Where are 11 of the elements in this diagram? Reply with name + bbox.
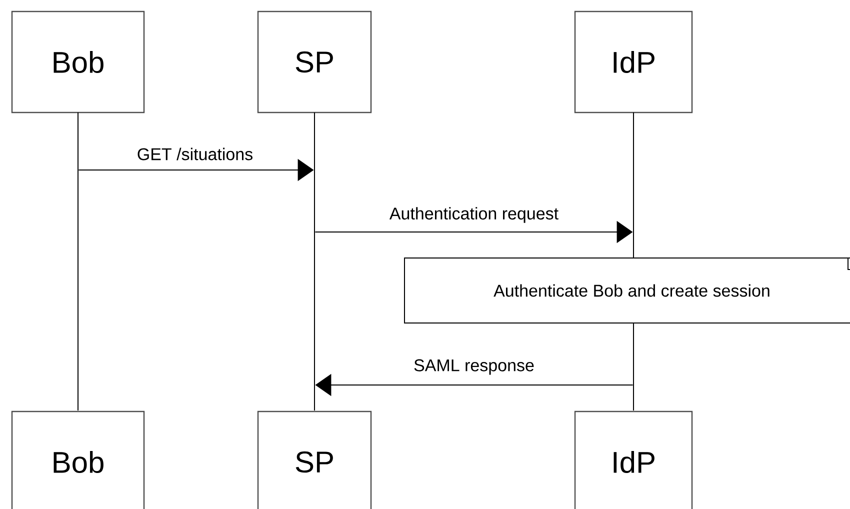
- participant-box: Bob: [11, 10, 145, 114]
- participant-box: IdP: [574, 410, 693, 509]
- note-box: Authenticate Bob and create session: [404, 257, 850, 324]
- participant-box: Bob: [11, 410, 145, 509]
- edge-label: GET /situations: [136, 146, 254, 162]
- lifeline: [314, 112, 315, 410]
- participant-box: SP: [257, 10, 372, 114]
- edge-label: Authentication request: [388, 206, 560, 224]
- participant-box: SP: [257, 410, 372, 509]
- edge-label: SAML response: [412, 358, 536, 376]
- participant-box: IdP: [574, 10, 693, 114]
